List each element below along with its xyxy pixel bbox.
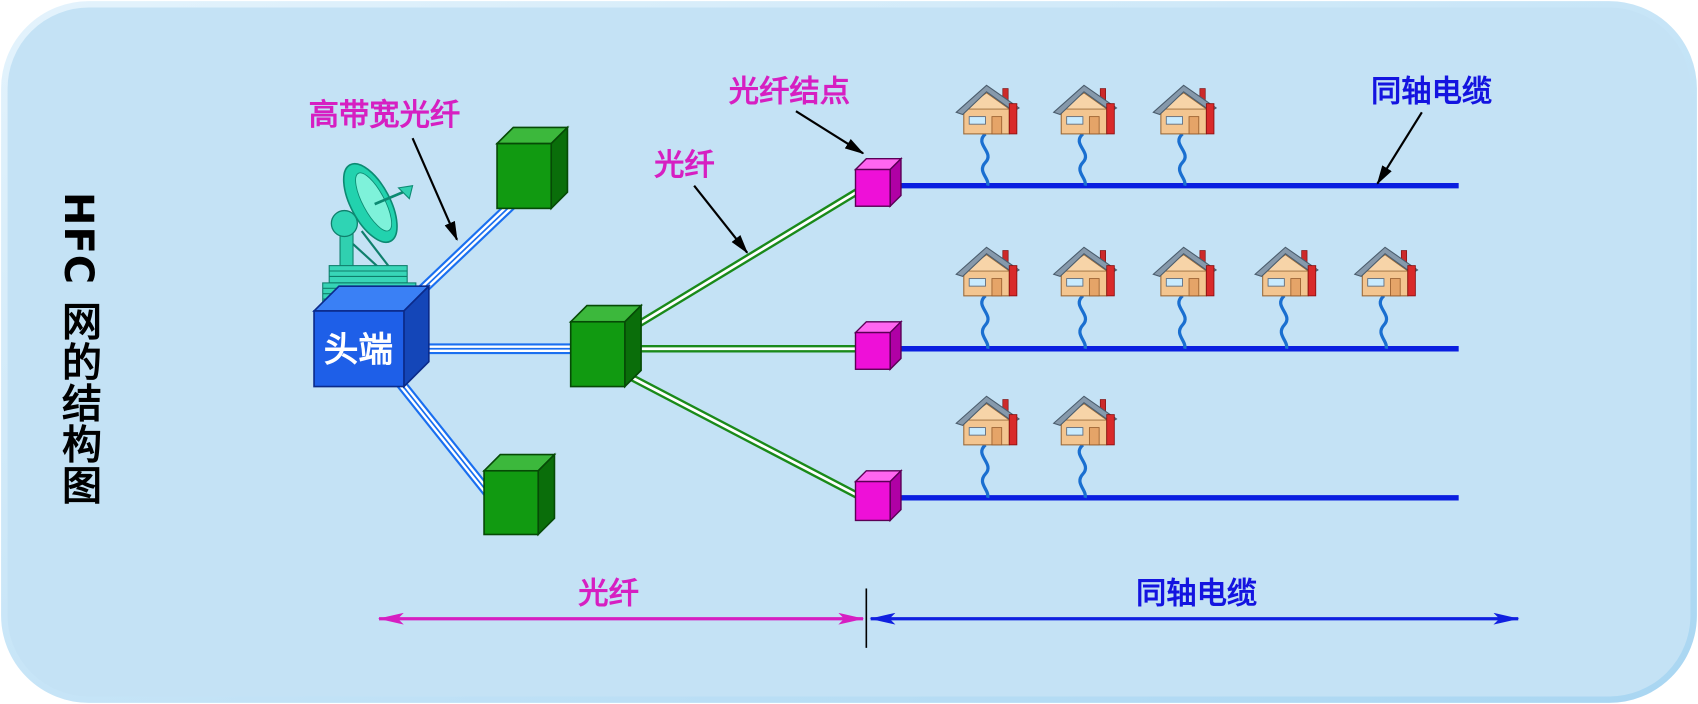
node-fiber-links <box>630 186 862 501</box>
hub-cube-lower <box>482 452 557 537</box>
fiber-link-lower <box>392 374 494 498</box>
fiber-node-lower <box>853 469 903 523</box>
callout-coax: 同轴电缆 <box>1371 75 1492 110</box>
callout-wideband-fiber: 高带宽光纤 <box>309 97 461 133</box>
wideband-fiber-links <box>392 201 574 498</box>
drop-cable <box>1177 294 1187 350</box>
callout-fiber: 光纤 <box>654 148 715 183</box>
drop-cable <box>1177 132 1187 187</box>
drop-cable <box>980 294 990 350</box>
callout-fiber-node: 光纤结点 <box>729 75 850 110</box>
fiber-node-middle <box>853 320 903 371</box>
span-label-coax: 同轴电缆 <box>1136 577 1257 612</box>
callout-arrow <box>1376 111 1423 185</box>
callout-arrow <box>795 110 865 155</box>
drop-cable <box>980 443 990 499</box>
hub-cube-middle <box>568 303 644 389</box>
drop-cable <box>1378 294 1389 350</box>
coax-cables <box>898 183 1459 501</box>
head-end-cube: 头端 <box>312 284 431 389</box>
callout-arrow <box>411 137 458 241</box>
drop-cable <box>1279 294 1289 350</box>
head-end-label: 头端 <box>324 331 393 371</box>
drop-cable <box>1077 132 1087 187</box>
span-label-fiber: 光纤 <box>578 577 639 612</box>
callout-arrow <box>693 185 749 254</box>
drop-cable <box>1077 294 1087 350</box>
diagram-title: HFC 网的结构图 <box>55 192 101 506</box>
hub-cube-upper <box>495 125 570 211</box>
fiber-link-upper <box>413 201 515 299</box>
subscriber-houses <box>955 84 1419 499</box>
drop-cable <box>980 132 990 187</box>
drop-cable <box>1077 443 1087 499</box>
fiber-node-upper <box>853 157 903 208</box>
